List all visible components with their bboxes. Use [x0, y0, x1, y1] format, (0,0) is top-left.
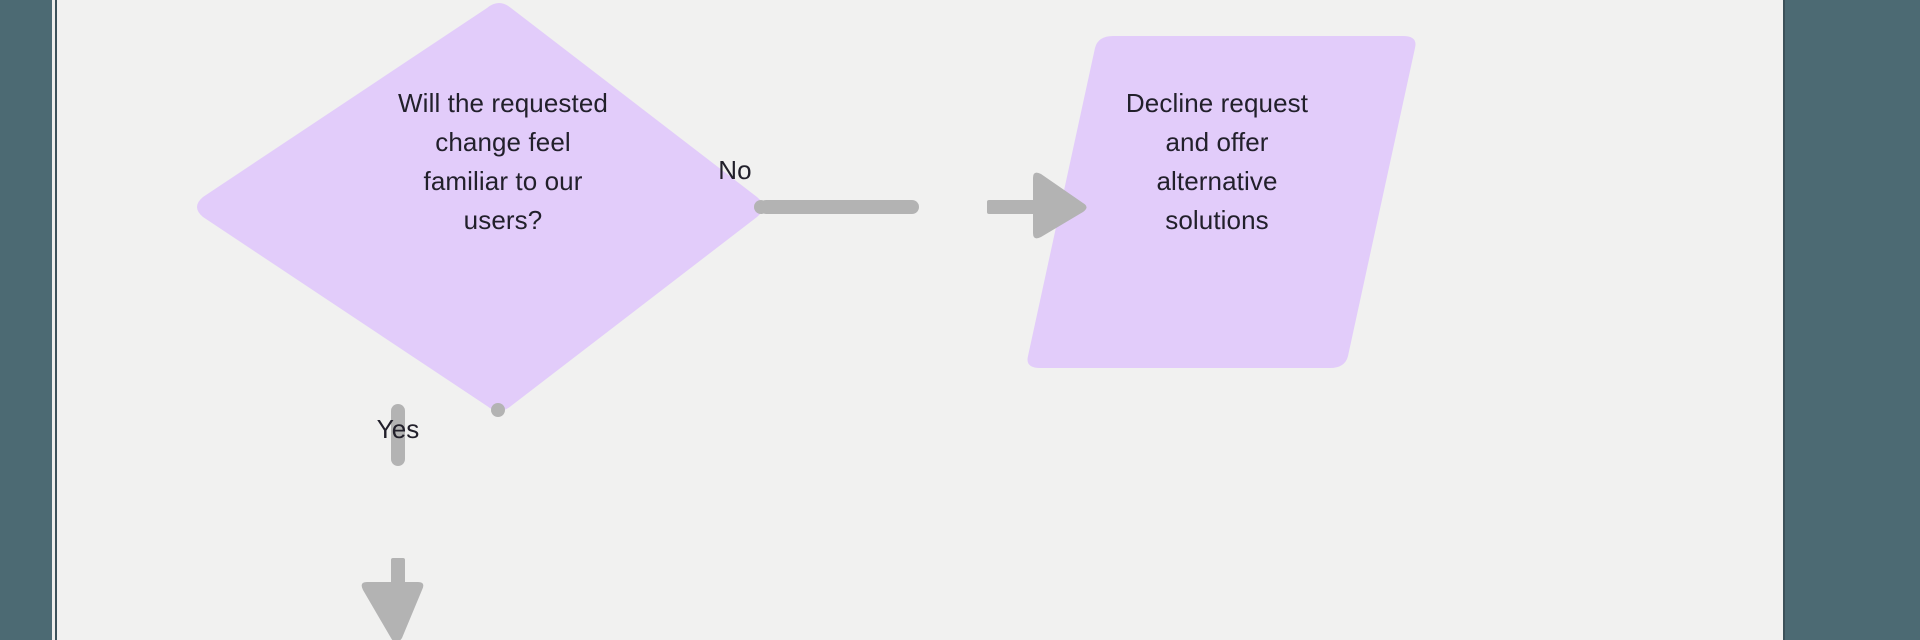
right-gutter — [1785, 0, 1920, 640]
flowchart-canvas[interactable]: Will the requested change feel familiar … — [57, 0, 1783, 640]
decline-request-shape[interactable] — [1027, 36, 1416, 368]
right-gutter-rule — [1783, 0, 1785, 640]
edge-yes-source-dot — [491, 403, 505, 417]
left-gutter-hairline — [52, 0, 55, 640]
decline-request-label: Decline request and offer alternative so… — [1125, 88, 1309, 235]
edge-yes-segment-a — [391, 404, 405, 466]
flowchart-graphics — [197, 3, 1416, 640]
left-gutter — [0, 0, 52, 640]
edge-no-arrowhead — [1033, 172, 1087, 239]
decision-familiar-shape[interactable] — [197, 3, 763, 411]
left-gutter-rule — [55, 0, 57, 640]
decision-familiar-label: Will the requested change feel familiar … — [398, 88, 608, 235]
edge-yes-arrowhead — [361, 582, 424, 640]
edge-yes-label: Yes — [376, 414, 420, 444]
edge-no-label: No — [718, 155, 752, 185]
edge-no-segment-a — [759, 200, 919, 214]
